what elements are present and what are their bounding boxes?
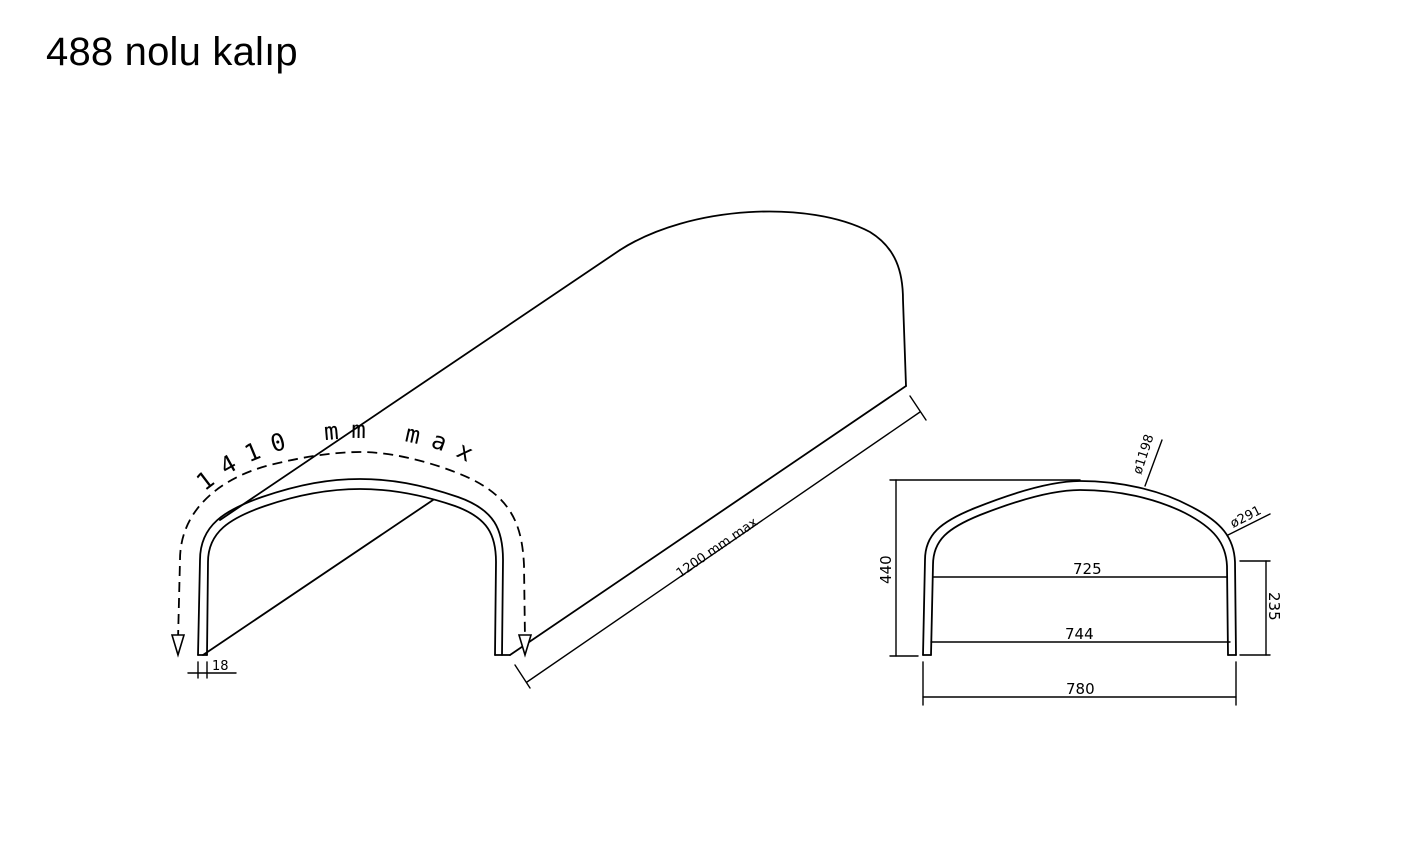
arc-arrow-left xyxy=(170,634,186,658)
arc-length-dimension xyxy=(177,451,526,641)
front-arch-inner xyxy=(206,488,497,656)
front-view xyxy=(889,439,1271,706)
top-ridge-line xyxy=(219,249,621,521)
top-diameter-label: ø1198 xyxy=(1131,433,1158,477)
length-ext-top xyxy=(909,395,927,421)
outer-width-label: 780 xyxy=(1066,680,1095,698)
inner-width-label: 725 xyxy=(1073,560,1102,578)
arc-arrow-right xyxy=(517,634,533,658)
side-height-label: 235 xyxy=(1265,592,1283,621)
profile-outer xyxy=(922,480,1237,656)
base-edge-right xyxy=(509,385,907,656)
base-edge-inner xyxy=(202,499,434,656)
arc-length-label: 1410 mm max xyxy=(191,416,488,497)
thickness-label: 18 xyxy=(212,659,229,674)
height-label: 440 xyxy=(877,555,895,584)
length-ext-bottom xyxy=(514,664,531,689)
profile-inner xyxy=(930,489,1229,656)
length-label: 1200 mm max xyxy=(674,515,761,581)
front-arch-outer xyxy=(197,478,504,656)
perspective-view xyxy=(170,210,927,689)
back-arch-outline xyxy=(619,210,907,387)
page-title: 488 nolu kalıp xyxy=(46,30,298,74)
length-dimension-line xyxy=(526,411,921,683)
top-diameter-leader xyxy=(1144,439,1163,487)
corner-diameter-label: ø291 xyxy=(1228,503,1264,531)
mid-width-label: 744 xyxy=(1065,625,1094,643)
corner-diameter-leader xyxy=(1227,513,1271,536)
